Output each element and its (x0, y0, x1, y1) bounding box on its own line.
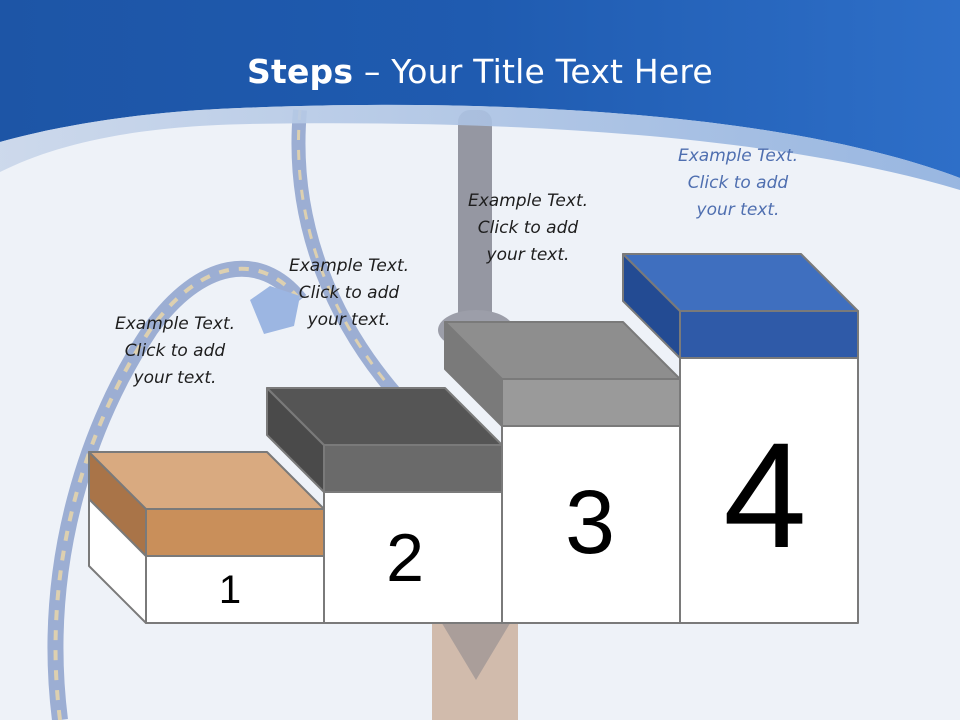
step-1-number: 1 (218, 568, 242, 612)
step-3-caption[interactable]: Example Text. Click to add your text. (467, 191, 589, 265)
slide-title[interactable]: Steps – Your Title Text Here (0, 52, 960, 91)
step-4-number: 4 (723, 411, 807, 579)
title-rest: – Your Title Text Here (353, 52, 713, 91)
title-bold: Steps (247, 52, 354, 91)
step-4-cap-front (679, 310, 859, 359)
step-1-caption[interactable]: Example Text. Click to add your text. (114, 314, 236, 388)
step-4-caption[interactable]: Example Text. Click to add your text. (677, 146, 799, 220)
step-3-number: 3 (564, 473, 616, 573)
step-1-cap-front (145, 508, 325, 557)
step-2-number: 2 (386, 520, 424, 596)
step-2-cap-front (323, 444, 503, 493)
step-3-cap-front (501, 378, 681, 427)
step-2-caption[interactable]: Example Text. Click to add your text. (288, 256, 410, 330)
